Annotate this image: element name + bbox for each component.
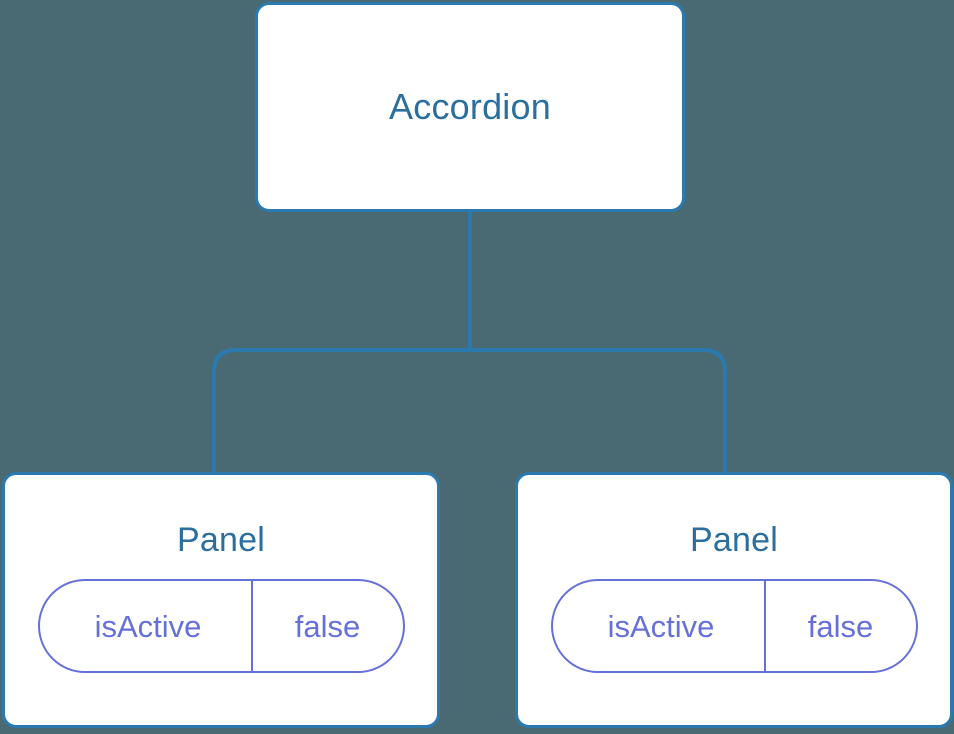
node-panel-right-label: Panel — [690, 521, 778, 559]
node-panel-right[interactable]: Panel isActive false — [515, 472, 953, 728]
prop-value-is-active-left: false — [250, 581, 403, 671]
prop-key-is-active-left: isActive — [94, 608, 202, 644]
connector-branch-right — [470, 348, 727, 478]
prop-key-is-active-right: isActive — [607, 608, 715, 644]
connector-branch-left — [212, 348, 470, 478]
prop-value-is-active-right: false — [763, 581, 916, 671]
node-panel-left-label: Panel — [177, 521, 265, 559]
node-accordion-label: Accordion — [389, 86, 551, 127]
prop-pill-right[interactable]: isActive false — [550, 579, 918, 673]
prop-pill-left[interactable]: isActive false — [37, 579, 405, 673]
node-panel-left[interactable]: Panel isActive false — [2, 472, 440, 728]
node-accordion[interactable]: Accordion — [255, 2, 685, 212]
